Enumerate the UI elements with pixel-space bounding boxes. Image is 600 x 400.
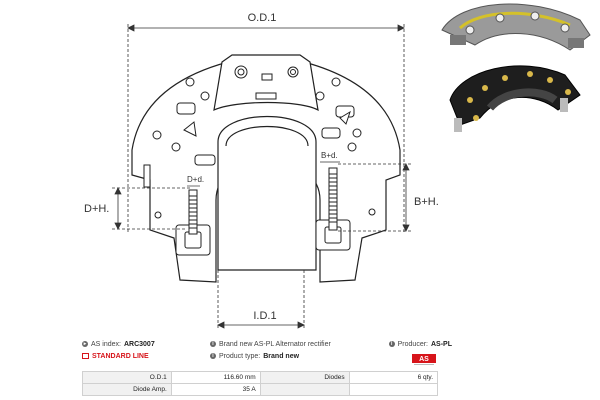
producer-value: AS-PL xyxy=(431,340,452,348)
spec-key: Diode Amp. xyxy=(82,383,172,396)
info-icon: i xyxy=(210,341,216,347)
spec-key xyxy=(259,383,350,396)
svg-text:AS: AS xyxy=(419,356,429,363)
bh-label: B+H. xyxy=(414,196,439,208)
od-label: O.D.1 xyxy=(248,12,277,24)
spec-value xyxy=(348,383,439,396)
spec-key: O.D.1 xyxy=(82,371,172,384)
center-bore xyxy=(217,116,317,271)
as-index: ▸ AS index: ARC3007 xyxy=(82,341,210,348)
table-row: Diode Amp. 35 A xyxy=(82,383,439,396)
description-text: Brand new AS-PL Alternator rectifier xyxy=(219,340,331,348)
od-dimension xyxy=(127,24,405,232)
terminal-stud-right xyxy=(315,167,351,251)
spec-key: Diodes xyxy=(259,371,350,384)
spec-value: 116.60 mm xyxy=(170,371,261,384)
rectifier-drawing: O.D.1 xyxy=(84,12,439,330)
description: i Brand new AS-PL Alternator rectifier xyxy=(210,341,378,348)
as-index-value: ARC3007 xyxy=(123,340,155,348)
bh-dimension xyxy=(338,163,412,232)
dh-dimension xyxy=(112,187,190,230)
id-dimension xyxy=(217,270,305,330)
photo-bottom-black xyxy=(449,65,581,132)
info-icon: i xyxy=(210,353,216,359)
producer-label: Producer: xyxy=(397,340,428,348)
info-row-2: STANDARD LINE i Product type: Brand new xyxy=(82,350,452,362)
info-row-1: ▸ AS index: ARC3007 i Brand new AS-PL Al… xyxy=(82,338,452,350)
product-type: i Product type: Brand new xyxy=(210,353,378,360)
tag-icon: ▸ xyxy=(82,341,88,347)
product-type-label: Product type: xyxy=(219,352,261,360)
standard-line-label: STANDARD LINE xyxy=(92,352,149,360)
product-info: ▸ AS index: ARC3007 i Brand new AS-PL Al… xyxy=(82,338,452,362)
table-row: O.D.1 116.60 mm Diodes 6 qty. xyxy=(82,371,439,384)
info-icon: i xyxy=(388,341,395,347)
as-pl-logo: AS xyxy=(412,354,436,365)
bd-label: B+d. xyxy=(321,151,338,160)
dh-label: D+H. xyxy=(84,203,109,215)
body-features xyxy=(143,65,376,219)
standard-line: STANDARD LINE xyxy=(82,353,210,360)
dd-label: D+d. xyxy=(187,175,204,184)
specs-table: O.D.1 116.60 mm Diodes 6 qty. Diode Amp.… xyxy=(82,371,439,396)
photo-top-metal xyxy=(441,3,591,51)
spec-value: 6 qty. xyxy=(348,371,439,384)
as-index-label: AS index: xyxy=(91,340,121,348)
spec-value: 35 A xyxy=(170,383,261,396)
product-photos xyxy=(441,3,591,132)
checkbox-icon xyxy=(82,353,89,359)
terminal-stud-left xyxy=(175,189,211,256)
product-type-value: Brand new xyxy=(263,352,300,360)
id-label: I.D.1 xyxy=(253,310,276,322)
producer: i Producer: AS-PL xyxy=(378,341,452,348)
